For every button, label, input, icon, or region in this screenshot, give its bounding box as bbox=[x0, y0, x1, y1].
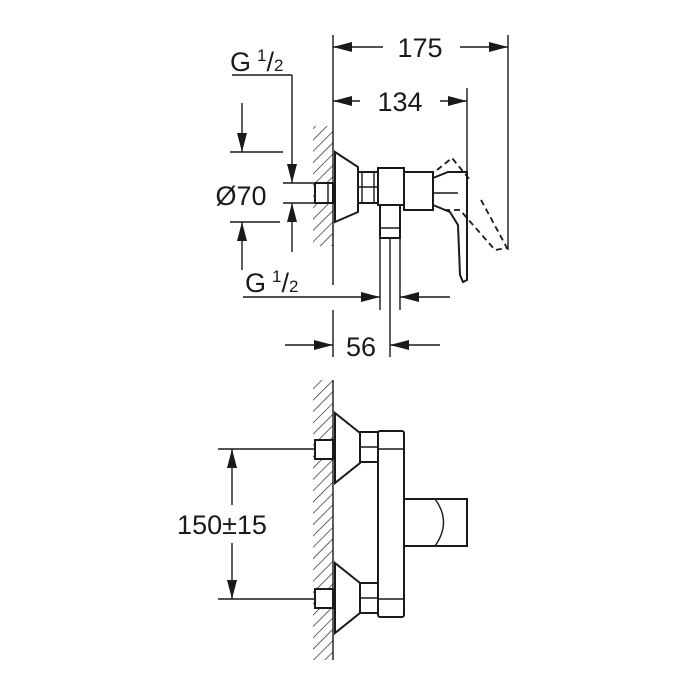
upper-escutcheon bbox=[334, 410, 361, 486]
inlet-connector bbox=[314, 182, 334, 204]
mixer-body-front bbox=[377, 430, 405, 618]
mixer-body bbox=[377, 167, 405, 206]
dimension-diameter-70: Ø70 bbox=[215, 103, 283, 270]
dimension-175: 175 bbox=[333, 33, 509, 250]
dimension-150: 150±15 bbox=[177, 448, 315, 600]
wall-hatch-front bbox=[313, 380, 333, 660]
dim-134-label: 134 bbox=[377, 87, 422, 117]
escutcheon bbox=[334, 150, 359, 224]
dim-150-label: 150±15 bbox=[177, 510, 267, 540]
handle-front bbox=[403, 498, 468, 547]
dimension-134: 134 bbox=[333, 87, 468, 172]
dim-56-label: 56 bbox=[346, 332, 376, 362]
lower-escutcheon bbox=[334, 560, 361, 636]
dim-70-label: Ø70 bbox=[215, 181, 266, 211]
lower-connector bbox=[314, 588, 334, 609]
top-view: 175 134 Ø70 bbox=[215, 33, 509, 362]
handle-lever bbox=[432, 171, 468, 284]
front-view: 150±15 bbox=[177, 380, 468, 660]
dimension-56: 56 bbox=[285, 310, 440, 362]
upper-connector bbox=[314, 439, 334, 460]
handle-rotated-outline bbox=[436, 156, 509, 251]
cartridge-housing bbox=[403, 171, 434, 211]
outlet-stub bbox=[379, 204, 401, 239]
dim-175-label: 175 bbox=[397, 33, 442, 63]
